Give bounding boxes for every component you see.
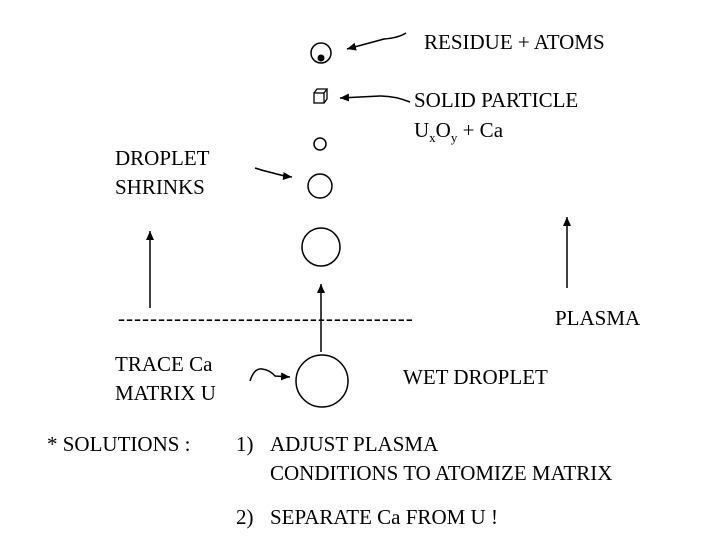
droplet-large <box>301 227 341 267</box>
residue-core <box>317 54 325 62</box>
residue-arrow <box>346 32 407 51</box>
plasma-label: PLASMA <box>555 306 641 330</box>
shrinks-arrow <box>254 167 293 180</box>
solution-2-number: 2) <box>236 505 254 529</box>
droplet-shrinks-label-line1: DROPLET <box>115 146 210 170</box>
trace-arrow <box>249 368 291 382</box>
solution-1-number: 1) <box>236 432 254 456</box>
solution-1-line2: CONDITIONS TO ATOMIZE MATRIX <box>270 461 613 485</box>
residue-particle <box>310 42 332 64</box>
matrix-u-label: MATRIX U <box>115 381 216 405</box>
wet-droplet-circle <box>295 354 349 408</box>
droplet-shrinks-label-line2: SHRINKS <box>115 175 205 199</box>
wet-droplet-label: WET DROPLET <box>403 365 548 389</box>
plasma-boundary-dashes: ------------------------------------- <box>118 306 414 330</box>
droplet-medium <box>307 173 333 199</box>
solid-particle-icon <box>313 88 329 104</box>
solutions-prefix: * SOLUTIONS : <box>47 432 191 456</box>
solution-2-text: SEPARATE Ca FROM U ! <box>270 505 498 529</box>
residue-atoms-label: RESIDUE + ATOMS <box>424 30 605 54</box>
solution-1-line1: ADJUST PLASMA <box>270 432 439 456</box>
trace-ca-label: TRACE Ca <box>115 352 213 376</box>
droplet-small <box>313 137 327 151</box>
solid-particle-arrow <box>339 93 411 103</box>
solid-particle-label: SOLID PARTICLE <box>414 88 579 112</box>
solid-particle-formula: UxOy + Ca <box>414 118 504 145</box>
